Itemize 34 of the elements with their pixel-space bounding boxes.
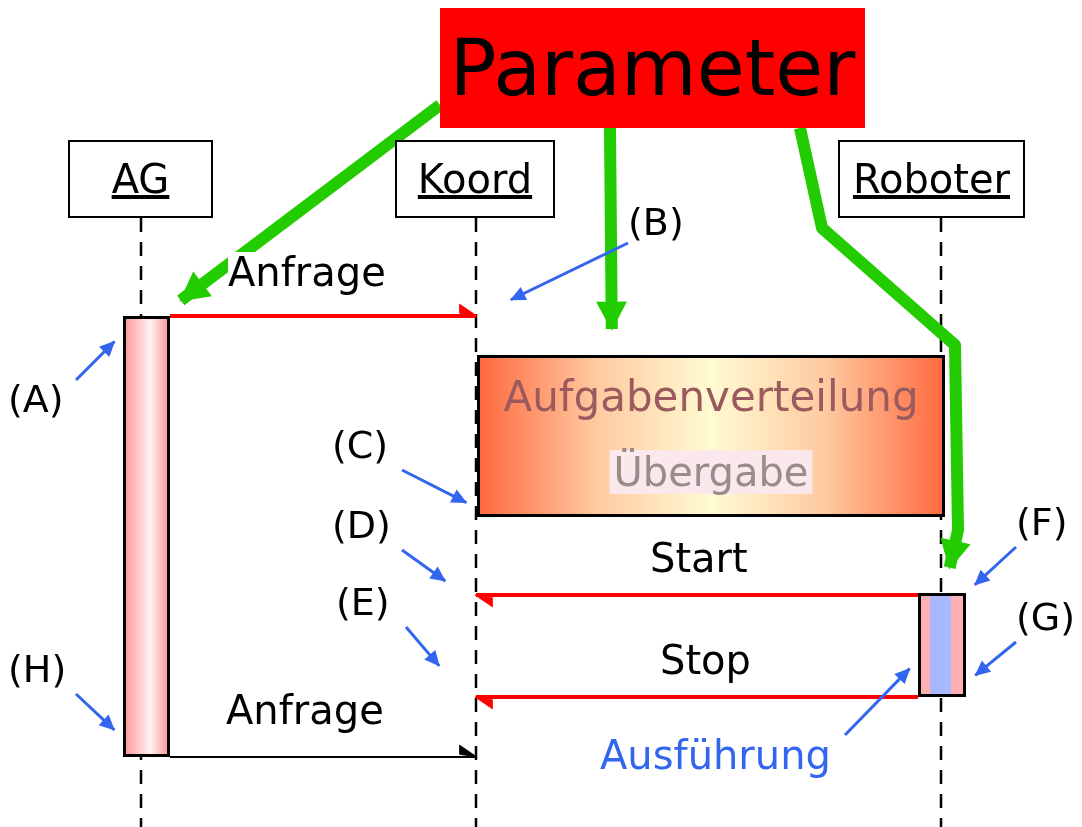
callout-label: (E) (336, 583, 390, 621)
message-arrow (474, 695, 918, 710)
lifeline-header-box (838, 140, 1025, 218)
pointer-arrow (794, 126, 971, 570)
leader-line (401, 468, 468, 504)
process-step: Übergabe (609, 450, 813, 494)
message-arrow (474, 593, 918, 608)
activation-bar (918, 593, 966, 697)
callout-label: (D) (332, 506, 391, 544)
message-arrow (169, 744, 478, 758)
callout-label: (G) (1016, 598, 1076, 636)
leader-line (973, 545, 1017, 586)
leader-line (74, 340, 116, 382)
activation-bar (123, 316, 170, 757)
callout-label: (B) (628, 203, 684, 241)
leader-line (401, 548, 447, 583)
pointer-arrow (596, 127, 627, 331)
lifeline-name: Roboter (852, 156, 1011, 202)
callout-label: (A) (8, 380, 64, 418)
leader-line (843, 667, 911, 737)
callout-label: (H) (8, 650, 67, 688)
leader-line (974, 640, 1017, 677)
lifeline-header-box (68, 140, 213, 218)
parameter-banner (440, 8, 865, 128)
message-arrow (170, 303, 478, 318)
lifeline-header-box (395, 140, 555, 218)
lifeline-name: Koord (417, 156, 533, 202)
leader-line (510, 241, 629, 302)
banner-title: Parameter (449, 23, 856, 113)
callout-label: (C) (332, 426, 389, 464)
leader-line (404, 626, 441, 667)
leader-line (74, 692, 116, 731)
callout-label: (F) (1016, 503, 1068, 541)
lifeline-name: AG (111, 156, 170, 202)
